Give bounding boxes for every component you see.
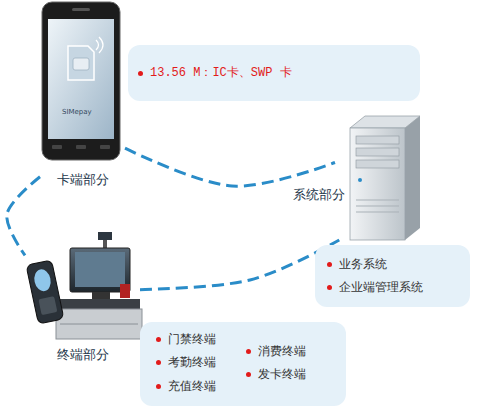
server-bay (356, 160, 399, 168)
part-label: 卡端部分 (40, 172, 125, 188)
reader-glow (32, 268, 52, 293)
phone-earpiece (72, 8, 90, 11)
system-part: 系统部分 (335, 115, 420, 240)
dashed-connector (7, 177, 40, 256)
phone-screen (48, 19, 114, 139)
sim-chip (73, 58, 89, 70)
bullet-item: 发卡终端 (258, 366, 306, 382)
server-line (356, 206, 399, 207)
pos-base (60, 299, 140, 309)
server-line (356, 200, 399, 201)
phone-body (42, 2, 120, 160)
phone-button (76, 145, 86, 149)
part-label: 终端部分 (25, 347, 140, 363)
pos-screen (75, 252, 125, 287)
dashed-connector (140, 240, 339, 290)
bullet-item: 充值终端 (168, 378, 216, 394)
server-illustration (350, 116, 420, 240)
bullet-item: 门禁终端 (168, 331, 216, 347)
monitor-stand (92, 292, 110, 300)
phone-illustration (42, 2, 120, 160)
info-bubble: 门禁终端考勤终端充值终端 消费终端发卡终端 (140, 322, 346, 406)
screen-label: SIMepay (62, 108, 92, 116)
info-bubble: 业务系统企业端管理系统 (315, 245, 470, 307)
cash-drawer (56, 309, 142, 339)
bullet-item: 企业端管理系统 (339, 279, 423, 295)
server-bay (356, 148, 399, 156)
terminal-part: 终端部分 (25, 228, 140, 365)
part-label: 系统部分 (289, 187, 349, 203)
bullet-item: 考勤终端 (168, 354, 216, 370)
phone-button (100, 145, 110, 149)
server-light (358, 178, 362, 182)
server-line (356, 212, 399, 213)
phone-button (52, 145, 62, 149)
customer-display (98, 232, 112, 240)
server-side (405, 116, 420, 240)
card-reader (26, 260, 64, 324)
bullet-item: 13.56 M：IC卡、SWP 卡 (150, 65, 292, 81)
reader-body (26, 260, 64, 324)
wireless-symbol (96, 37, 103, 53)
drawer-line (60, 324, 138, 325)
sim-card-icon (68, 46, 94, 80)
pos-illustration (26, 232, 142, 339)
bullet-item: 业务系统 (339, 256, 387, 272)
server-front (350, 128, 405, 240)
bullet-item: 消费终端 (258, 343, 306, 359)
dashed-connector (125, 148, 335, 186)
server-bay (356, 136, 399, 144)
card-part: 卡端部分 (40, 0, 125, 190)
reader-keypad (38, 296, 57, 315)
printer-slot (120, 284, 130, 298)
info-bubble: 13.56 M：IC卡、SWP 卡 (128, 45, 420, 101)
